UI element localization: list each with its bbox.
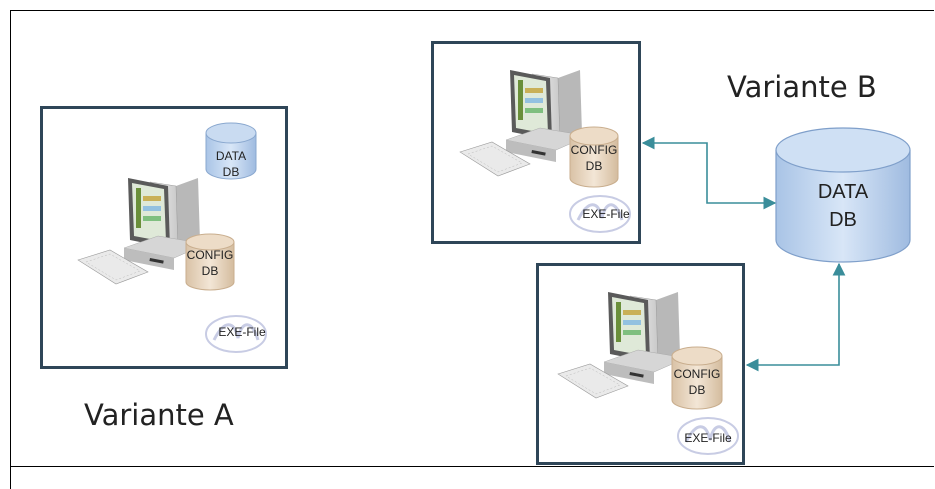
client-1-exe-label: EXE-File bbox=[582, 207, 630, 221]
client-1-config-db-label: CONFIG DB bbox=[570, 143, 618, 173]
central-db-label: DATA DB bbox=[817, 181, 869, 231]
bottom-divider bbox=[10, 466, 934, 467]
variant-a-data-db-label: DATA DB bbox=[215, 149, 247, 179]
diagram-frame bbox=[10, 10, 934, 489]
variant-b-central-db bbox=[775, 127, 911, 263]
variant-a-data-db bbox=[205, 122, 257, 180]
variant-a-exe-label: EXE-File bbox=[218, 325, 266, 339]
variant-b-client-2-config-db bbox=[671, 346, 723, 410]
client-2-exe-label: EXE-File bbox=[684, 431, 732, 445]
arrow-central-db-to-client-2 bbox=[745, 262, 846, 372]
variant-a-config-db bbox=[185, 233, 235, 291]
variant-b-title: Variante B bbox=[727, 70, 877, 104]
variant-b-client-1-config-db bbox=[569, 126, 619, 188]
variant-b-client-2-computer-icon bbox=[557, 291, 687, 399]
variant-a-title: Variante A bbox=[84, 398, 234, 432]
variant-a-config-db-label: CONFIG DB bbox=[186, 248, 234, 278]
client-2-config-db-label: CONFIG DB bbox=[673, 367, 721, 397]
arrow-client-1-to-central-db bbox=[641, 136, 777, 210]
